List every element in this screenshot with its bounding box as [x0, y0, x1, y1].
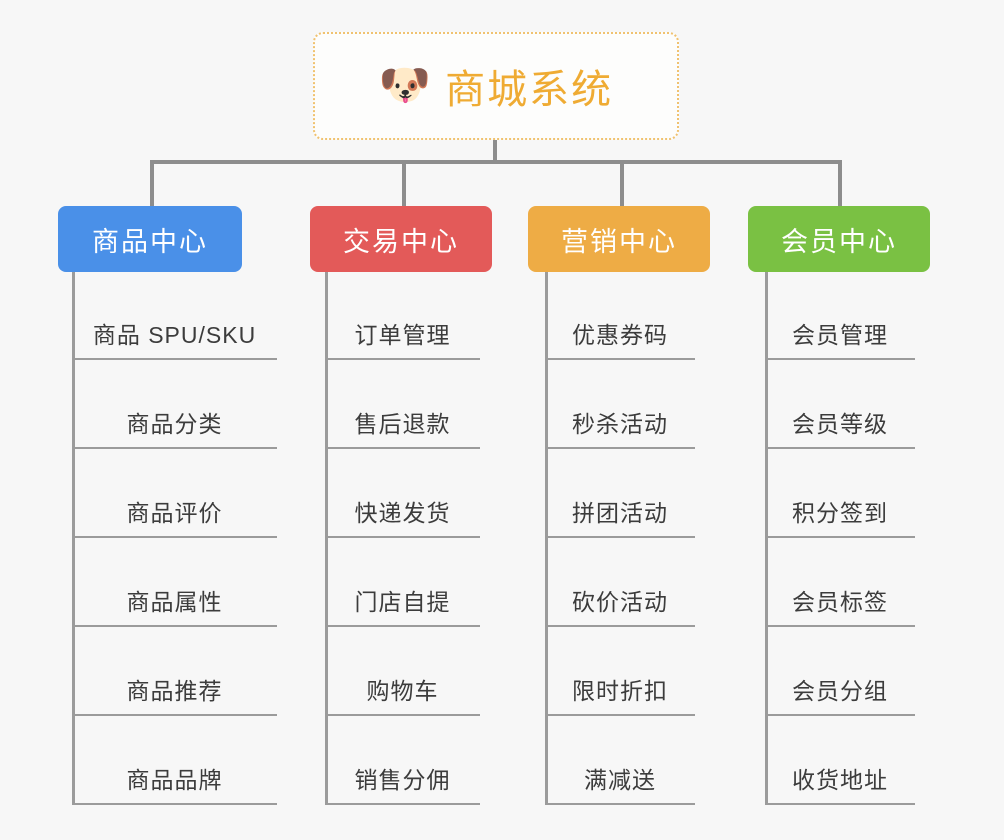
leaf-item[interactable]: 商品评价: [72, 449, 277, 538]
leaf-item-label: 商品评价: [126, 500, 223, 526]
leaf-item-label: 优惠券码: [572, 322, 668, 348]
leaf-item-label: 会员管理: [792, 322, 888, 348]
leaf-item[interactable]: 会员标签: [765, 538, 915, 627]
leaf-item-label: 满减送: [584, 767, 656, 793]
leaf-item[interactable]: 商品 SPU/SKU: [72, 271, 277, 360]
leaf-item[interactable]: 商品品牌: [72, 716, 277, 805]
leaf-item[interactable]: 售后退款: [325, 360, 480, 449]
leaf-item[interactable]: 门店自提: [325, 538, 480, 627]
leaf-item-label: 拼团活动: [572, 500, 668, 526]
leaf-item[interactable]: 满减送: [545, 716, 695, 805]
dog-face-icon: 🐶: [378, 61, 432, 108]
category-header-1[interactable]: 商品中心: [58, 206, 242, 272]
leaf-item-label: 商品推荐: [126, 678, 223, 704]
connector-horizontal-bus: [152, 160, 840, 164]
leaf-item-label: 积分签到: [792, 500, 888, 526]
leaf-item-label: 秒杀活动: [572, 411, 668, 437]
leaf-item[interactable]: 秒杀活动: [545, 360, 695, 449]
category-trunk-3: [545, 272, 548, 805]
leaf-item[interactable]: 商品属性: [72, 538, 277, 627]
leaf-item-label: 限时折扣: [572, 678, 668, 704]
leaf-item[interactable]: 优惠券码: [545, 271, 695, 360]
leaf-item-label: 商品属性: [126, 589, 223, 615]
leaf-item-label: 会员分组: [792, 678, 888, 704]
category-header-label: 营销中心: [561, 226, 677, 257]
leaf-item-label: 商品 SPU/SKU: [92, 322, 257, 348]
leaf-item-label: 订单管理: [354, 322, 451, 348]
root-node[interactable]: 🐶 商城系统: [313, 32, 679, 140]
leaf-item[interactable]: 限时折扣: [545, 627, 695, 716]
leaf-item-label: 售后退款: [354, 411, 451, 437]
connector-drop-1: [150, 160, 154, 208]
root-title: 商城系统: [445, 68, 614, 112]
category-header-label: 会员中心: [781, 226, 897, 257]
leaf-item[interactable]: 会员分组: [765, 627, 915, 716]
leaf-item[interactable]: 购物车: [325, 627, 480, 716]
category-header-4[interactable]: 会员中心: [748, 206, 930, 272]
leaf-item[interactable]: 销售分佣: [325, 716, 480, 805]
leaf-item-label: 会员等级: [792, 411, 888, 437]
leaf-item[interactable]: 订单管理: [325, 271, 480, 360]
leaf-item-label: 快递发货: [354, 500, 451, 526]
leaf-item-label: 销售分佣: [354, 767, 451, 793]
leaf-item-label: 购物车: [366, 678, 439, 704]
leaf-item[interactable]: 收货地址: [765, 716, 915, 805]
category-trunk-4: [765, 272, 768, 805]
connector-drop-2: [402, 160, 406, 208]
category-header-label: 交易中心: [343, 226, 459, 257]
leaf-item-label: 会员标签: [792, 589, 888, 615]
connector-drop-3: [620, 160, 624, 208]
leaf-item[interactable]: 砍价活动: [545, 538, 695, 627]
leaf-item[interactable]: 商品推荐: [72, 627, 277, 716]
category-header-2[interactable]: 交易中心: [310, 206, 492, 272]
leaf-item-label: 商品分类: [126, 411, 223, 437]
category-header-3[interactable]: 营销中心: [528, 206, 710, 272]
leaf-item[interactable]: 商品分类: [72, 360, 277, 449]
leaf-item-label: 商品品牌: [126, 767, 223, 793]
leaf-item-label: 收货地址: [792, 767, 888, 793]
leaf-item[interactable]: 积分签到: [765, 449, 915, 538]
leaf-item[interactable]: 快递发货: [325, 449, 480, 538]
connector-drop-4: [838, 160, 842, 208]
leaf-item[interactable]: 会员等级: [765, 360, 915, 449]
leaf-item-label: 砍价活动: [572, 589, 668, 615]
category-trunk-2: [325, 272, 328, 805]
connector-root-stem: [493, 140, 497, 164]
category-header-label: 商品中心: [92, 226, 208, 257]
leaf-item-label: 门店自提: [354, 589, 451, 615]
category-trunk-1: [72, 272, 75, 805]
leaf-item[interactable]: 拼团活动: [545, 449, 695, 538]
leaf-item[interactable]: 会员管理: [765, 271, 915, 360]
